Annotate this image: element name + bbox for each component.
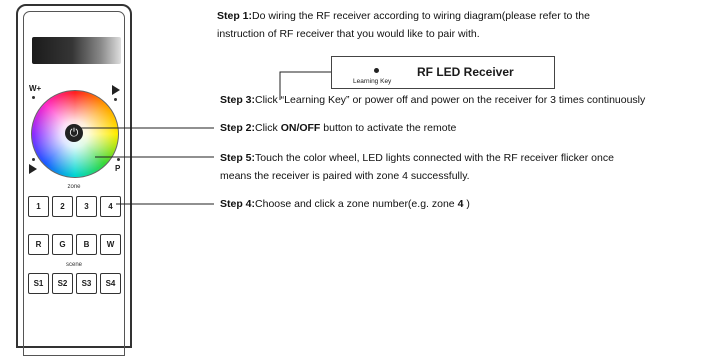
- p-label: P: [115, 164, 121, 173]
- play-right-top-icon[interactable]: [112, 85, 120, 95]
- scene-s4-key[interactable]: S4: [100, 273, 121, 294]
- step5-text-line1: Touch the color wheel, LED lights connec…: [255, 152, 614, 164]
- r-key[interactable]: R: [28, 234, 49, 255]
- w-key[interactable]: W: [100, 234, 121, 255]
- zone-3-key[interactable]: 3: [76, 196, 97, 217]
- step3: Step 3:Click “Learning Key” or power off…: [220, 92, 645, 108]
- step1-text-line1: Do wiring the RF receiver according to w…: [252, 10, 590, 22]
- step2: Step 2:Click ON/OFF button to activate t…: [220, 120, 456, 136]
- receiver-title: RF LED Receiver: [417, 65, 514, 79]
- play-left-bottom-icon[interactable]: [29, 164, 37, 174]
- scene-s2-key[interactable]: S2: [52, 273, 73, 294]
- step4-text-pre: Choose and click a zone number(e.g. zone: [255, 198, 458, 210]
- learning-key-button[interactable]: [374, 68, 379, 73]
- learning-key-label: Learning Key: [353, 78, 392, 85]
- step2-text-pre: Click: [255, 122, 281, 134]
- w-plus-label: W+: [29, 84, 42, 93]
- bottom-right-dot: [117, 158, 120, 161]
- zone-2-key[interactable]: 2: [52, 196, 73, 217]
- zone-label: zone: [67, 184, 81, 190]
- step1-line1: Step 1:Do wiring the RF receiver accordi…: [217, 8, 590, 24]
- step1-line2: instruction of RF receiver that you woul…: [217, 28, 480, 40]
- step4-text-post: ): [463, 198, 470, 210]
- zone-4-key[interactable]: 4: [100, 196, 121, 217]
- step5-line1: Step 5:Touch the color wheel, LED lights…: [220, 150, 614, 166]
- g-key[interactable]: G: [52, 234, 73, 255]
- step4: Step 4:Choose and click a zone number(e.…: [220, 196, 470, 212]
- step4-zone: 4: [457, 198, 464, 210]
- rf-led-receiver-box: Learning Key RF LED Receiver: [331, 56, 555, 89]
- color-wheel[interactable]: ⏻: [31, 90, 119, 178]
- step3-number: Step 3:: [220, 94, 256, 106]
- step5-line2: means the receiver is paired with zone 4…: [220, 170, 470, 182]
- b-key[interactable]: B: [76, 234, 97, 255]
- step2-text-post: button to activate the remote: [320, 122, 457, 134]
- callout-leader-lines: [80, 71, 375, 205]
- step4-number: Step 4:: [220, 198, 256, 210]
- w-plus-dot: [32, 96, 35, 99]
- top-right-dot: [114, 98, 117, 101]
- scene-label: scene: [65, 262, 82, 268]
- step2-number: Step 2:: [220, 122, 256, 134]
- step2-onoff: ON/OFF: [280, 122, 321, 134]
- zone-1-key[interactable]: 1: [28, 196, 49, 217]
- rf-remote-control: W+ ⏻ P zone 1 2 3 4 R G B W scene S1 S2 …: [16, 4, 132, 356]
- scene-s3-key[interactable]: S3: [76, 273, 97, 294]
- power-button[interactable]: ⏻: [65, 124, 83, 142]
- step5-number: Step 5:: [220, 152, 256, 164]
- step1-number: Step 1:: [217, 10, 253, 22]
- remote-display: [32, 37, 121, 64]
- scene-s1-key[interactable]: S1: [28, 273, 49, 294]
- bottom-left-dot: [32, 158, 35, 161]
- step3-text: Click “Learning Key” or power off and po…: [255, 94, 646, 106]
